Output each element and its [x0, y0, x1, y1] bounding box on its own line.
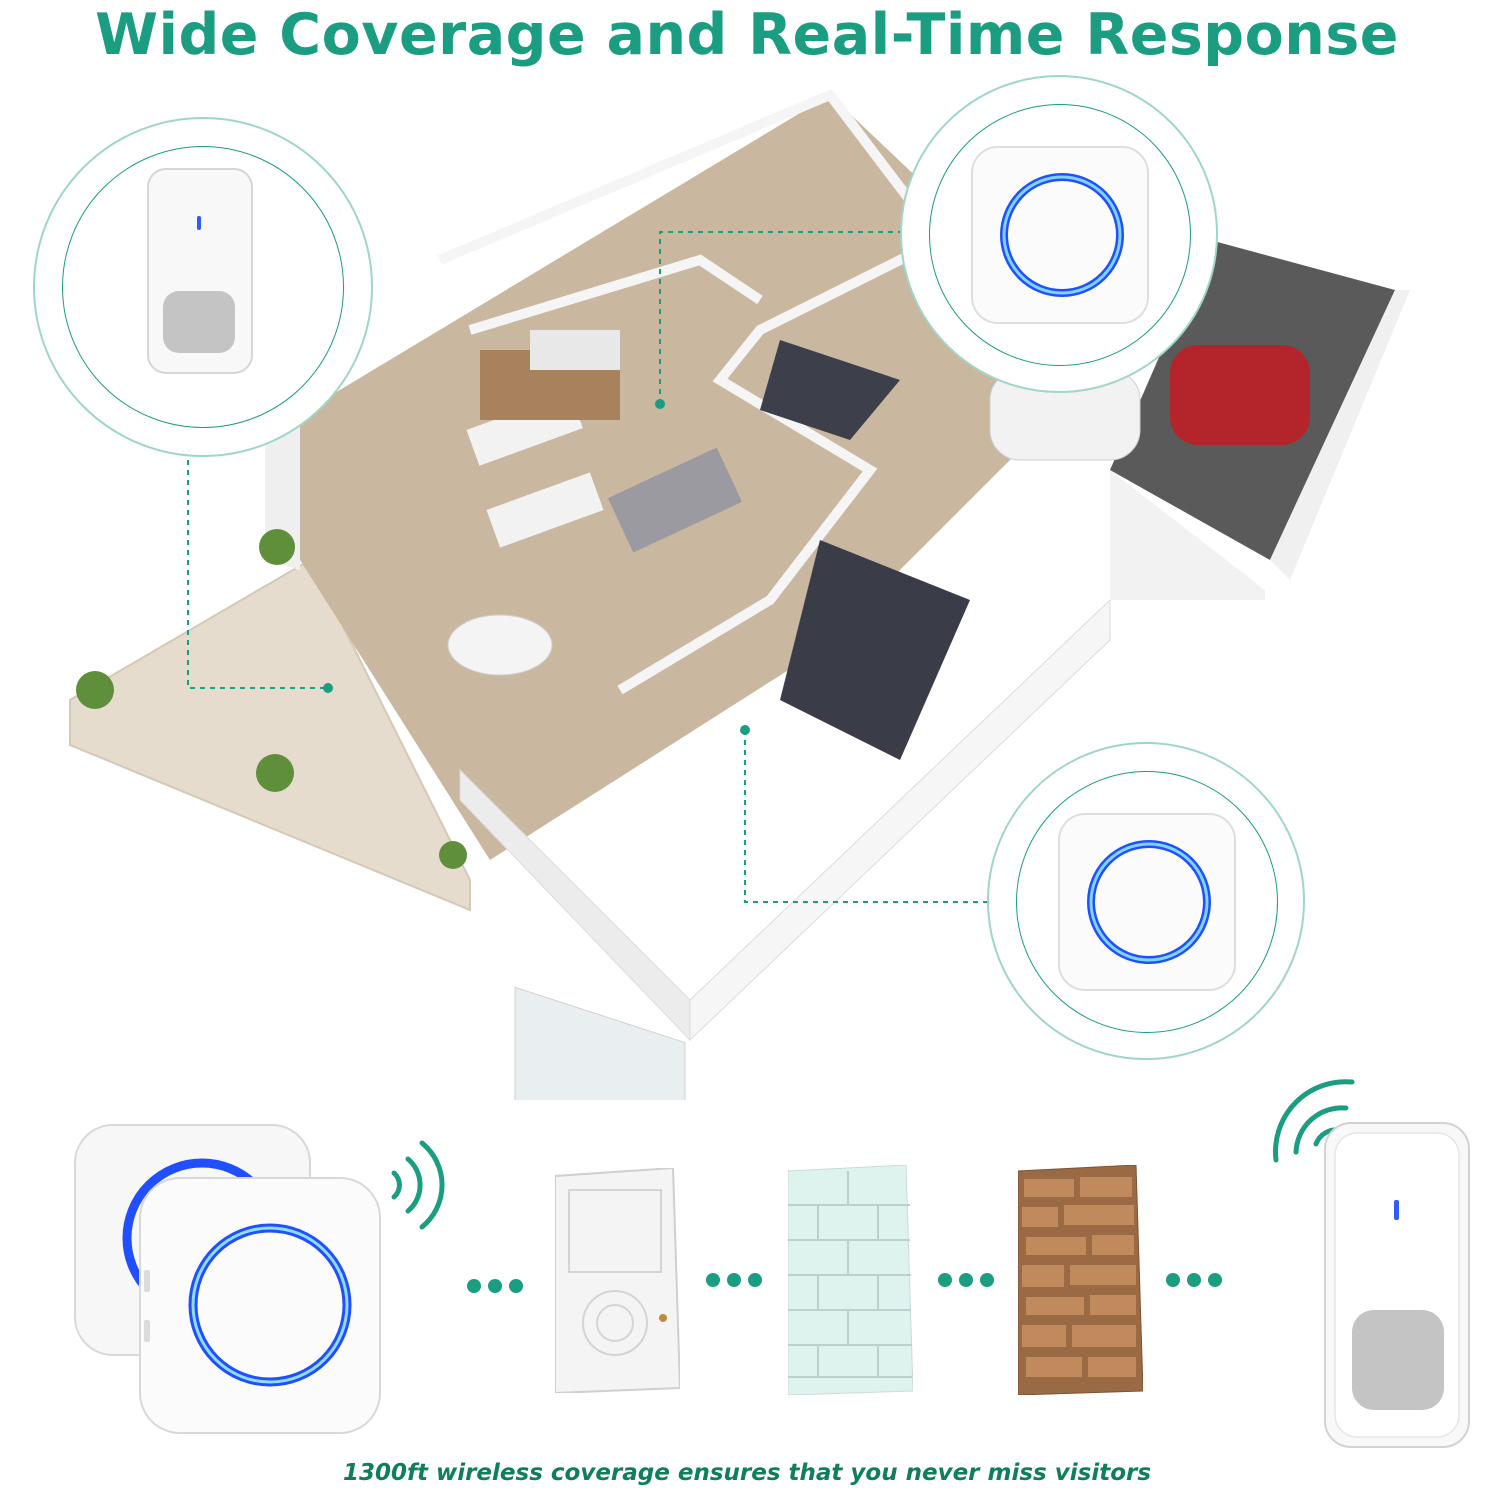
glass-panel — [514, 986, 686, 1100]
wall-front-right — [689, 598, 1111, 1042]
wall-front-left — [459, 768, 691, 1042]
receiver-pair — [74, 1124, 381, 1434]
sofa-2 — [486, 472, 604, 548]
connector-receiver-top — [659, 231, 930, 404]
ellipsis-dots-icon — [706, 1273, 762, 1287]
connector-receiver-bottom — [744, 730, 990, 903]
receiver-device-top — [971, 146, 1149, 324]
interior-walls — [438, 88, 948, 695]
floor-plan-illustration — [69, 88, 1410, 1100]
patio-floor — [69, 558, 471, 912]
ellipsis-dots-icon — [938, 1273, 994, 1287]
plant — [76, 671, 114, 709]
door-handle-icon — [659, 1314, 667, 1322]
connector-dots — [323, 399, 750, 735]
headline: Wide Coverage and Real-Time Response — [95, 2, 1399, 68]
door-obstacle — [555, 1168, 680, 1393]
plant — [439, 841, 467, 869]
plant — [259, 529, 295, 565]
bathroom-floor — [760, 340, 900, 440]
wall-garage-front — [1270, 290, 1410, 580]
led-indicator-icon — [1394, 1200, 1399, 1220]
bed — [530, 330, 620, 370]
connector-button — [187, 380, 328, 689]
plant — [256, 754, 294, 792]
dining-table — [447, 614, 553, 676]
caption: 1300ft wireless coverage ensures that yo… — [342, 1460, 1152, 1486]
callout-push-button — [33, 117, 373, 457]
bathroom-floor-2 — [780, 540, 970, 760]
push-button-device — [147, 168, 253, 374]
callout-receiver-top — [900, 75, 1218, 393]
ellipsis-dots-icon — [1166, 1273, 1222, 1287]
ellipsis-dots-icon — [467, 1279, 523, 1293]
kitchen-island — [607, 447, 743, 553]
press-button — [1352, 1310, 1444, 1410]
led-indicator-icon — [197, 216, 201, 230]
connector-lines — [187, 231, 990, 903]
wifi-signal-icon — [391, 1140, 445, 1230]
white-brick-wall-obstacle — [788, 1165, 913, 1395]
stone-wall-obstacle — [1018, 1165, 1143, 1395]
callout-receiver-bottom — [987, 742, 1305, 1060]
press-button — [163, 291, 235, 353]
push-button-device-large — [1324, 1122, 1470, 1448]
wall-right — [1110, 470, 1265, 600]
receiver-device-bottom — [1058, 813, 1236, 991]
red-car — [1170, 345, 1310, 445]
